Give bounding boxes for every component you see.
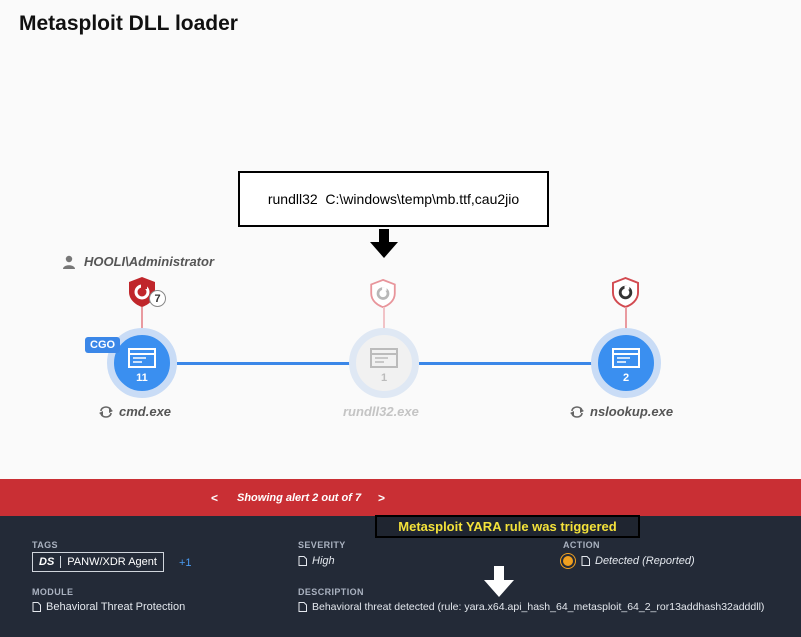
more-tags-link[interactable]: +1	[179, 557, 192, 569]
process-connector-2	[419, 362, 592, 365]
shield-alert-icon[interactable]	[612, 277, 639, 308]
process-name: nslookup.exe	[590, 404, 674, 419]
node-stem	[383, 307, 385, 329]
alert-navigation-bar: < Showing alert 2 out of 7 >	[0, 479, 801, 516]
document-icon	[298, 602, 307, 612]
module-label: MODULE	[32, 587, 74, 597]
node-stem	[625, 307, 627, 329]
module-text: Behavioral Threat Protection	[46, 601, 186, 613]
process-label-cmd[interactable]: cmd.exe	[99, 404, 171, 419]
process-connector-1	[177, 362, 350, 365]
user-info: HOOLI\Administrator	[62, 254, 214, 269]
action-value: Detected (Reported)	[563, 555, 695, 567]
refresh-icon	[570, 405, 584, 418]
node-count: 11	[136, 372, 148, 384]
tag-name: PANW/XDR Agent	[67, 556, 157, 568]
description-label: DESCRIPTION	[298, 587, 364, 597]
process-node-rundll32[interactable]: 1	[349, 328, 419, 398]
shield-alert-icon[interactable]	[128, 276, 156, 308]
arrow-down-icon	[370, 229, 398, 258]
process-name: cmd.exe	[119, 404, 172, 419]
severity-value: High	[298, 555, 335, 567]
description-text: Behavioral threat detected (rule: yara.x…	[312, 601, 765, 613]
yara-annotation: Metasploit YARA rule was triggered	[375, 515, 640, 538]
process-label-nslookup[interactable]: nslookup.exe	[570, 404, 673, 419]
module-value: Behavioral Threat Protection	[32, 601, 185, 613]
severity-label: SEVERITY	[298, 540, 346, 550]
action-label: ACTION	[563, 540, 600, 550]
arrow-down-icon	[484, 566, 514, 597]
tag-chip[interactable]: DS PANW/XDR Agent	[32, 552, 164, 572]
shield-alert-icon[interactable]	[370, 279, 396, 308]
node-stem	[141, 307, 143, 329]
action-text: Detected (Reported)	[595, 555, 695, 567]
node-count: 1	[380, 372, 388, 384]
window-icon	[370, 348, 398, 368]
process-name: rundll32.exe	[343, 404, 419, 419]
page-title: Metasploit DLL loader	[19, 12, 238, 35]
prev-alert-button[interactable]: <	[211, 490, 219, 505]
user-icon	[63, 255, 75, 269]
node-count: 2	[622, 372, 630, 384]
alert-position-text: Showing alert 2 out of 7	[237, 491, 362, 504]
command-annotation: rundll32 C:\windows\temp\mb.ttf,cau2jio	[238, 171, 549, 227]
process-node-nslookup[interactable]: 2	[591, 328, 661, 398]
status-indicator-icon	[563, 556, 573, 566]
description-value: Behavioral threat detected (rule: yara.x…	[298, 601, 764, 613]
user-name: HOOLI\Administrator	[84, 254, 215, 269]
window-icon	[128, 348, 156, 368]
document-icon	[581, 556, 590, 566]
refresh-icon	[99, 405, 113, 418]
tags-label: TAGS	[32, 540, 58, 550]
next-alert-button[interactable]: >	[378, 490, 386, 505]
tag-prefix: DS	[33, 556, 62, 568]
severity-text: High	[312, 555, 335, 567]
window-icon	[612, 348, 640, 368]
document-icon	[32, 602, 41, 612]
document-icon	[298, 556, 307, 566]
alert-count-badge: 7	[149, 290, 166, 307]
cgo-badge: CGO	[85, 337, 121, 353]
process-label-rundll32[interactable]: rundll32.exe	[343, 404, 419, 419]
